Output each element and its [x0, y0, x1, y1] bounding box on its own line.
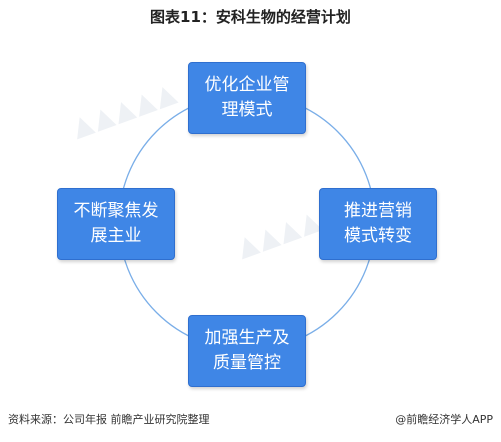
credit-note: @前瞻经济学人APP: [395, 413, 493, 426]
node-marketing-transformation: 推进营销 模式转变: [319, 188, 437, 260]
node-optimize-management: 优化企业管 理模式: [188, 62, 306, 134]
node-production-quality-control: 加强生产及 质量管控: [188, 315, 306, 387]
node-focus-core-business: 不断聚焦发 展主业: [57, 188, 175, 260]
source-note: 资料来源：公司年报 前瞻产业研究院整理: [8, 413, 210, 426]
chart-title: 图表11：安科生物的经营计划: [150, 8, 351, 26]
